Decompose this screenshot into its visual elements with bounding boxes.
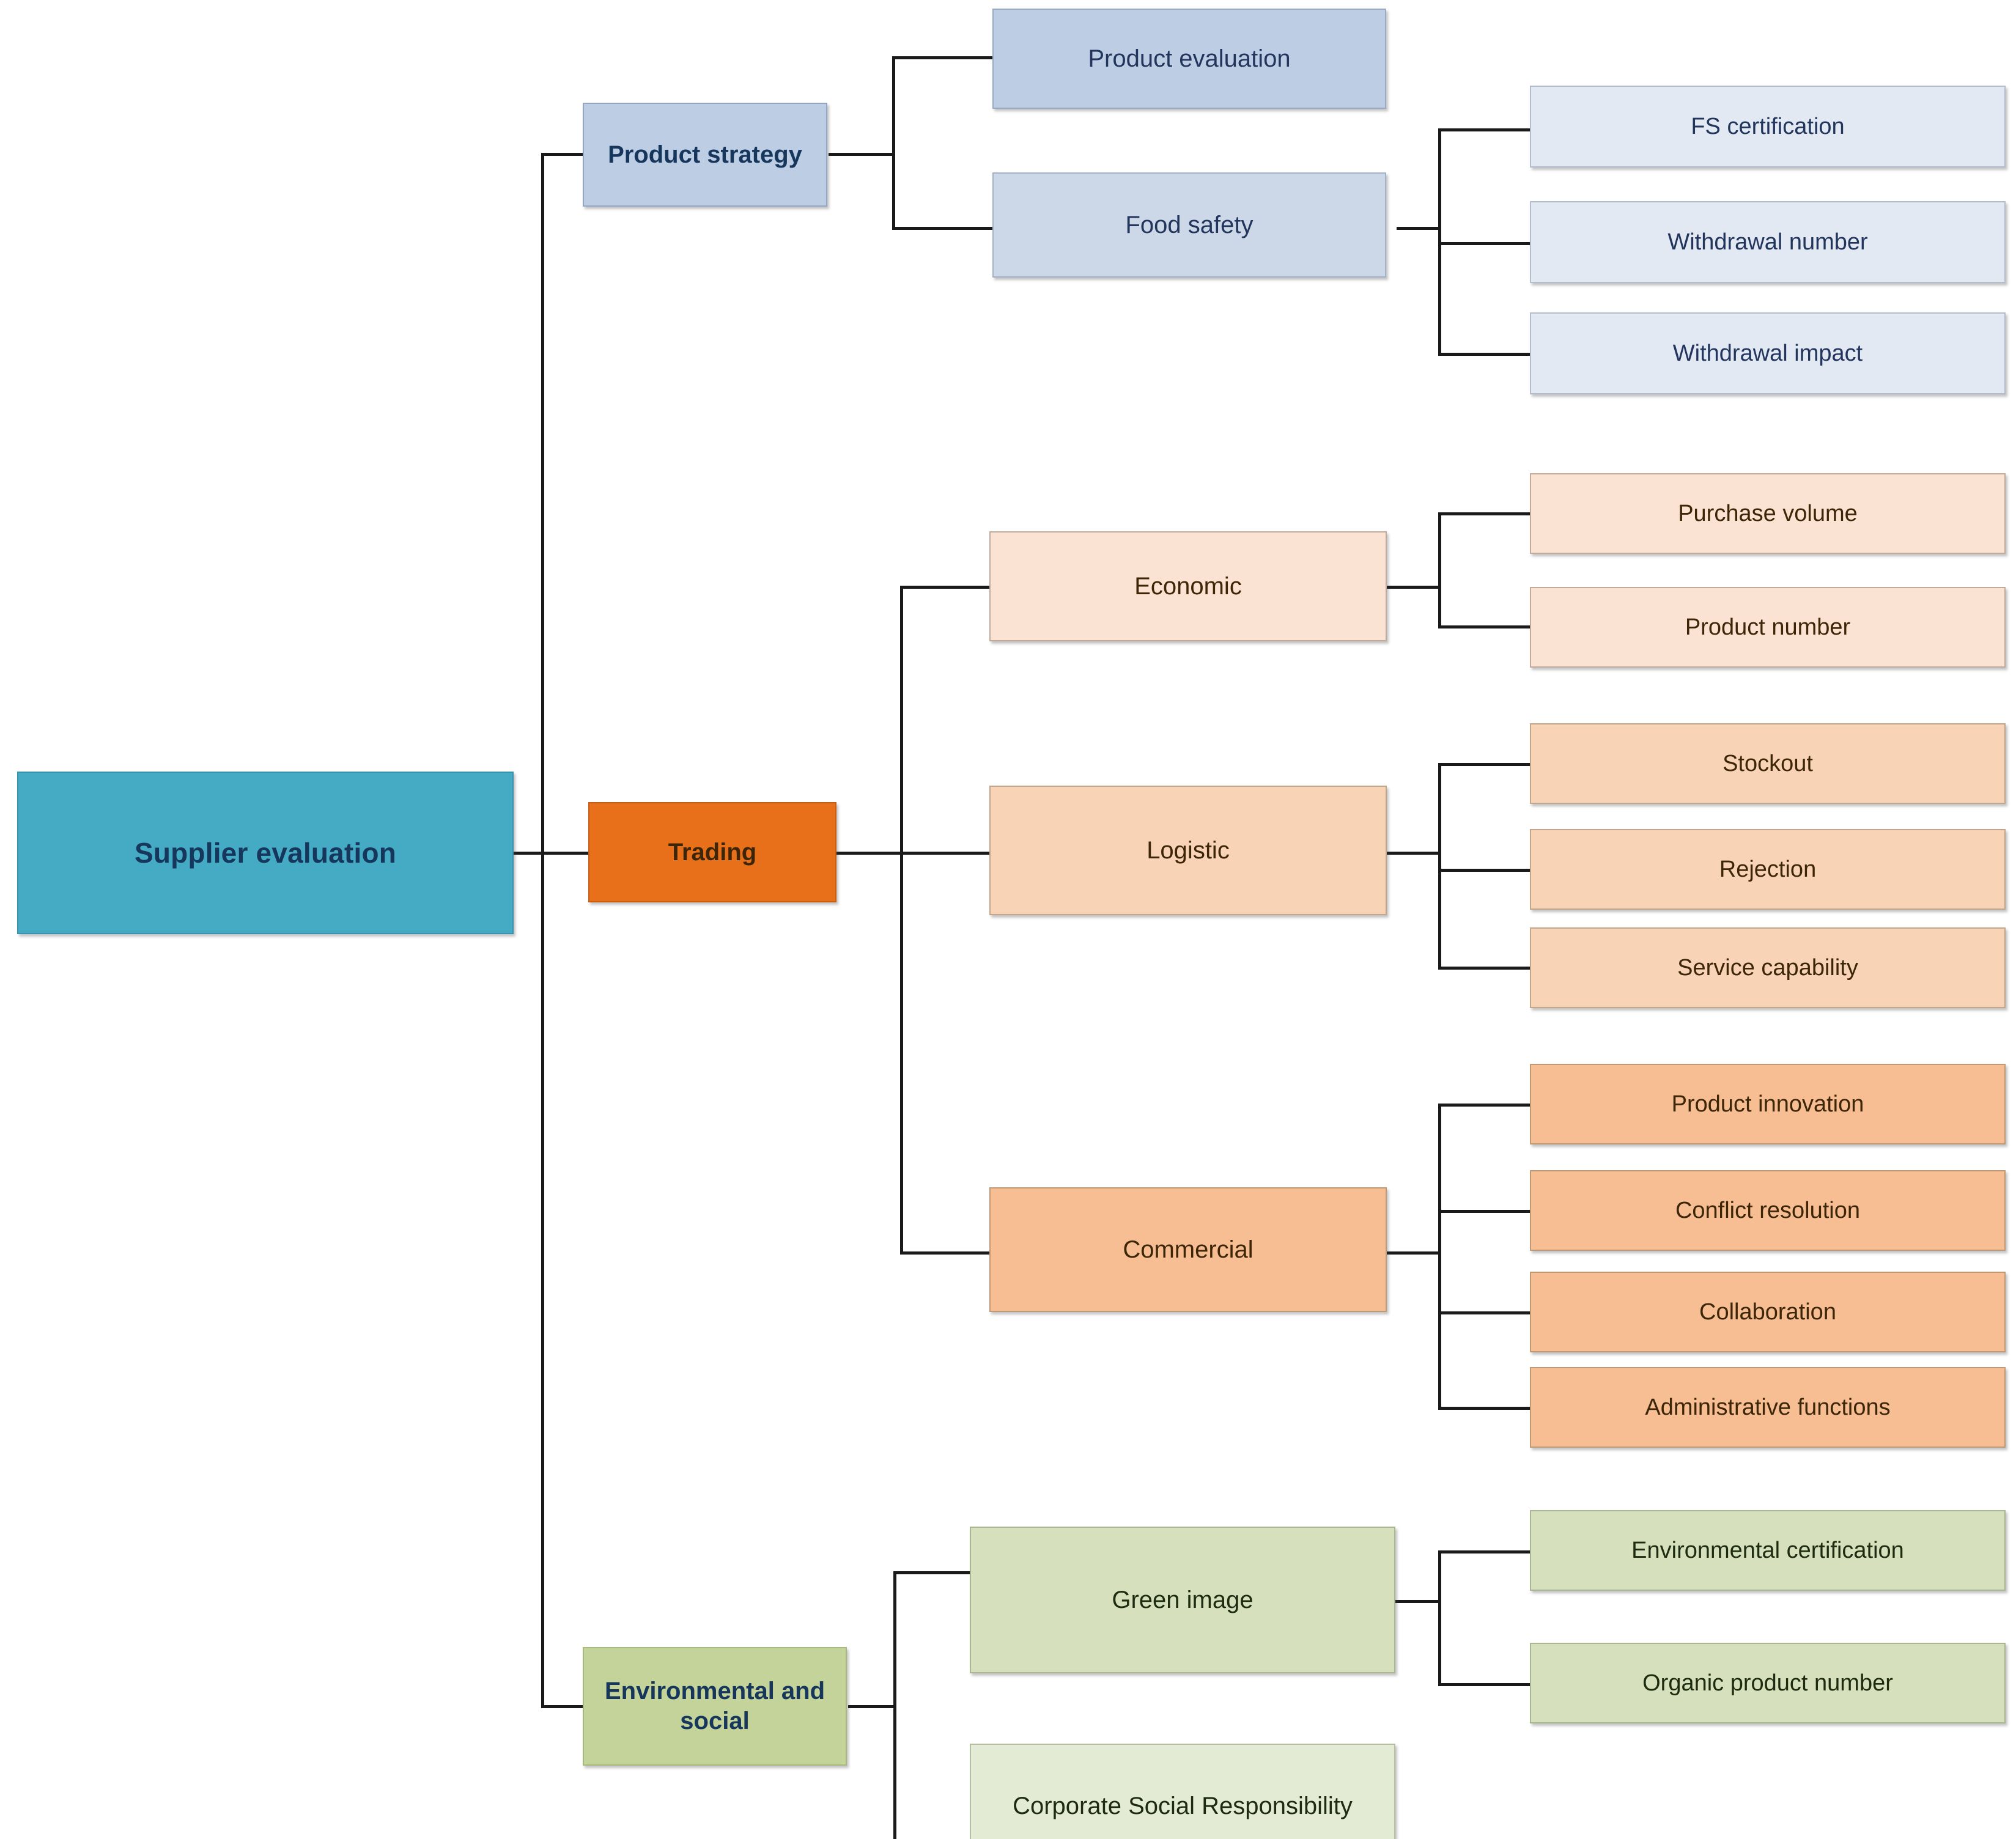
connector-to-product-innovation bbox=[1438, 1104, 1531, 1107]
connector-main-trunk bbox=[541, 153, 544, 1707]
node-trading[interactable]: Trading bbox=[588, 802, 836, 902]
node-green-image[interactable]: Green image bbox=[970, 1527, 1395, 1673]
connector-product-strategy-trunk bbox=[892, 56, 895, 230]
node-environmental-certification[interactable]: Environmental certification bbox=[1530, 1510, 2006, 1591]
node-logistic[interactable]: Logistic bbox=[989, 786, 1387, 915]
node-economic[interactable]: Economic bbox=[989, 531, 1387, 641]
connector-logistic-out bbox=[1387, 852, 1441, 855]
connector-to-withdrawal-impact bbox=[1438, 353, 1531, 356]
connector-product-strategy-out bbox=[829, 153, 895, 156]
connector-economic-trunk bbox=[1438, 512, 1441, 628]
connector-logistic-trunk bbox=[1438, 763, 1441, 970]
node-fs-certification[interactable]: FS certification bbox=[1530, 86, 2006, 168]
connector-to-stockout bbox=[1438, 763, 1531, 766]
node-product-evaluation[interactable]: Product evaluation bbox=[992, 9, 1386, 109]
connector-trading-out bbox=[836, 852, 903, 855]
connector-to-conflict-resolution bbox=[1438, 1210, 1531, 1213]
node-withdrawal-number[interactable]: Withdrawal number bbox=[1530, 201, 2006, 283]
connector-to-rejection bbox=[1438, 869, 1531, 872]
connector-green-image-trunk bbox=[1438, 1550, 1441, 1686]
connector-trunk-to-trading bbox=[541, 852, 588, 855]
node-organic-product-number[interactable]: Organic product number bbox=[1530, 1643, 2006, 1723]
connector-trading-trunk bbox=[900, 586, 903, 1255]
connector-environmental-trunk bbox=[893, 1571, 896, 1839]
node-administrative-functions[interactable]: Administrative functions bbox=[1530, 1367, 2006, 1448]
connector-to-environmental-certification bbox=[1438, 1550, 1531, 1553]
node-conflict-resolution[interactable]: Conflict resolution bbox=[1530, 1170, 2006, 1251]
node-commercial[interactable]: Commercial bbox=[989, 1187, 1387, 1312]
connector-to-product-evaluation bbox=[892, 56, 994, 59]
connector-to-purchase-volume bbox=[1438, 512, 1531, 515]
connector-to-administrative-functions bbox=[1438, 1407, 1531, 1410]
node-supplier-evaluation[interactable]: Supplier evaluation bbox=[17, 772, 514, 934]
connector-to-service-capability bbox=[1438, 967, 1531, 970]
connector-to-product-number bbox=[1438, 625, 1531, 628]
connector-trunk-to-product-strategy bbox=[541, 153, 585, 156]
node-service-capability[interactable]: Service capability bbox=[1530, 927, 2006, 1008]
connector-to-food-safety bbox=[892, 227, 994, 230]
node-stockout[interactable]: Stockout bbox=[1530, 723, 2006, 804]
connector-food-safety-out bbox=[1397, 227, 1441, 230]
connector-commercial-out bbox=[1387, 1251, 1441, 1255]
node-product-innovation[interactable]: Product innovation bbox=[1530, 1064, 2006, 1144]
node-environmental-and-social[interactable]: Environmental and social bbox=[583, 1647, 847, 1766]
connector-to-organic-product-number bbox=[1438, 1683, 1531, 1686]
connector-to-economic bbox=[900, 586, 991, 589]
node-rejection[interactable]: Rejection bbox=[1530, 829, 2006, 910]
connector-to-withdrawal-number bbox=[1438, 242, 1531, 245]
node-corporate-social-responsibility[interactable]: Corporate Social Responsibility bbox=[970, 1744, 1395, 1839]
connector-to-commercial bbox=[900, 1251, 991, 1255]
connector-commercial-trunk bbox=[1438, 1104, 1441, 1409]
connector-economic-out bbox=[1387, 586, 1441, 589]
connector-environmental-out bbox=[848, 1705, 896, 1708]
connector-to-logistic bbox=[900, 852, 991, 855]
node-purchase-volume[interactable]: Purchase volume bbox=[1530, 473, 2006, 554]
node-product-strategy[interactable]: Product strategy bbox=[583, 103, 827, 207]
node-withdrawal-impact[interactable]: Withdrawal impact bbox=[1530, 312, 2006, 394]
connector-to-green-image bbox=[893, 1571, 972, 1574]
node-food-safety[interactable]: Food safety bbox=[992, 172, 1386, 278]
node-product-number[interactable]: Product number bbox=[1530, 587, 2006, 668]
connector-green-image-out bbox=[1395, 1600, 1441, 1603]
node-collaboration[interactable]: Collaboration bbox=[1530, 1272, 2006, 1352]
connector-trunk-to-environmental bbox=[541, 1705, 585, 1708]
connector-root-to-trunk bbox=[512, 852, 544, 855]
connector-to-collaboration bbox=[1438, 1311, 1531, 1314]
connector-to-fs-certification bbox=[1438, 128, 1531, 131]
